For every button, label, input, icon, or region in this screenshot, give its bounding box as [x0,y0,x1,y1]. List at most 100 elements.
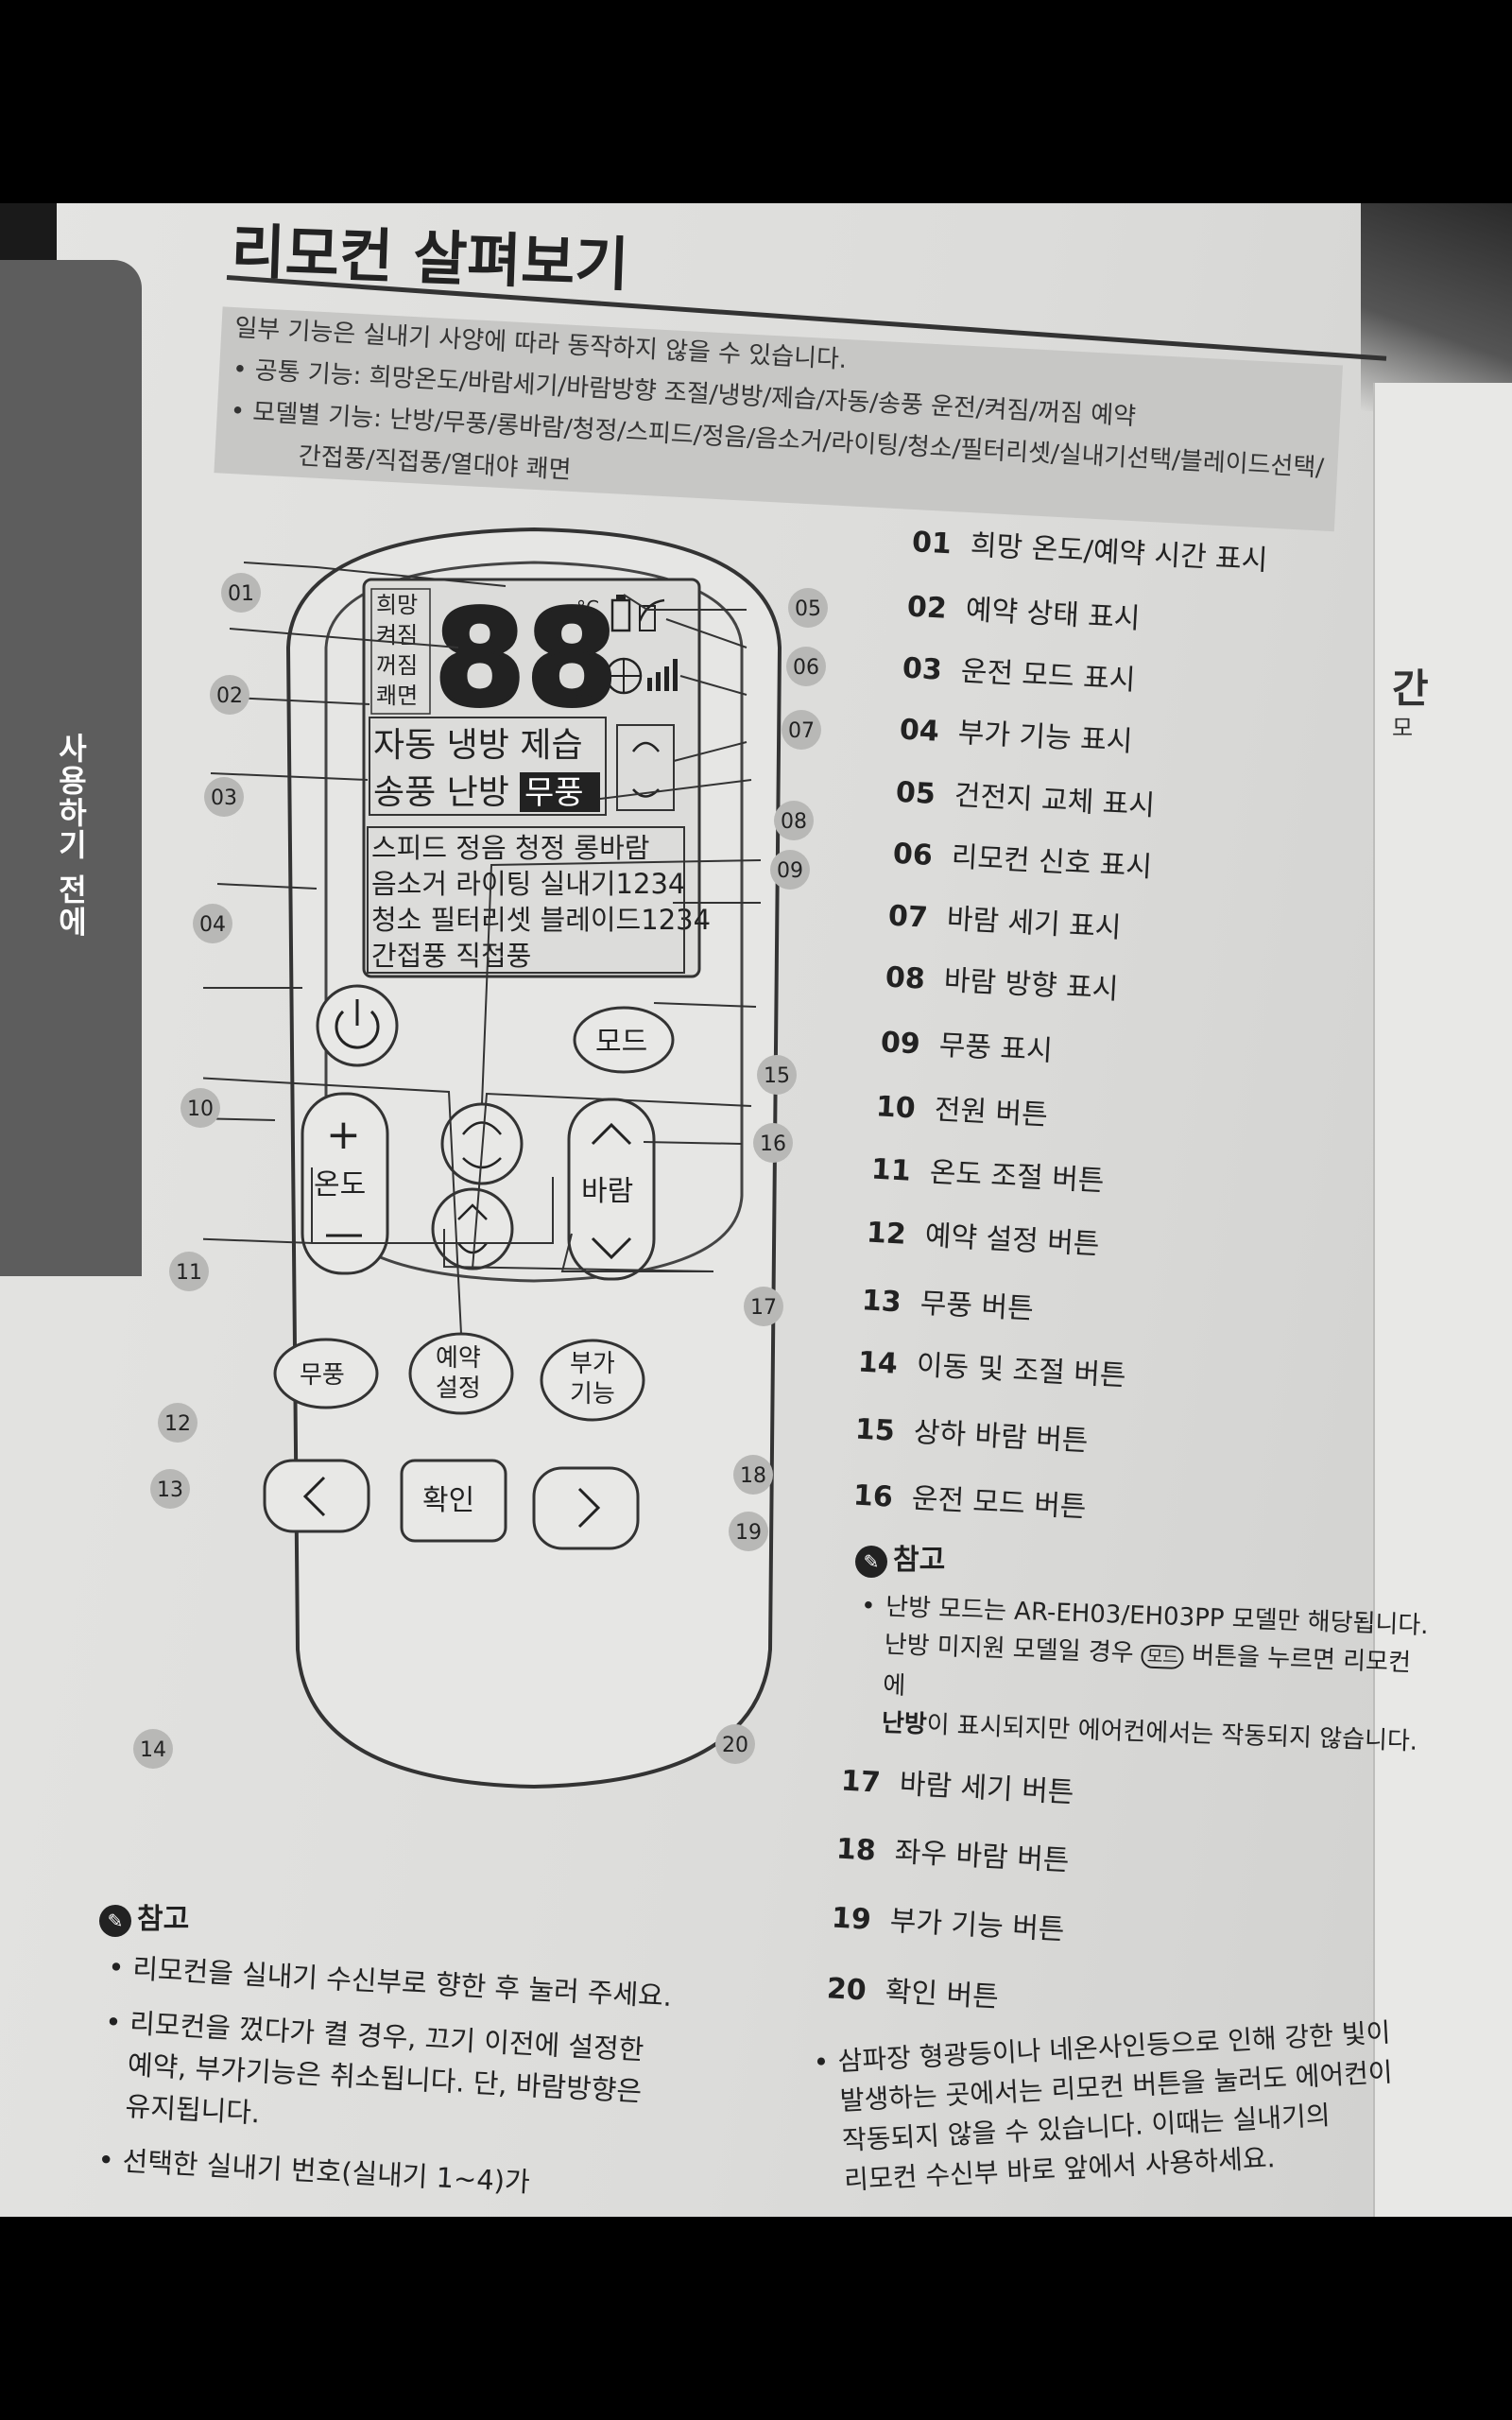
callout-number: 07 [788,719,815,743]
lcd-func-row2: 음소거 라이팅 실내기1234 [371,868,685,900]
callout-badge: 02 [210,675,249,715]
callout-badge: 13 [150,1469,190,1509]
note-icon: ✎ [99,1904,131,1937]
wind-strength-bars [647,659,678,691]
lcd-unit-celsius: °C [576,596,599,619]
callout-number: 18 [740,1464,766,1488]
manual-page: 간 모 사용하기 전에 리모컨 살펴보기 일부 기능은 실내기 사양에 따라 동… [0,203,1512,2217]
callout-number: 05 [795,597,821,621]
callout-badge: 03 [204,777,244,817]
lcd-func-box [367,826,685,974]
swing-leftright-icon [457,1203,488,1254]
next-page-char: 간 [1392,666,1429,712]
callout-number: 10 [187,1098,214,1121]
remote-diagram: 희망 켜짐 꺼짐 쾌면 88 °C hr 자동 냉방 제습 송풍 난방 무풍 [203,527,782,1789]
lcd-label-sleep: 쾌면 [376,683,418,709]
callout-badge: 11 [169,1252,209,1291]
callout-badge: 06 [786,647,826,686]
lcd-reservation-labels: 희망 켜짐 꺼짐 쾌면 [370,588,431,715]
signal-icon-body [639,605,656,631]
lcd-label-hope: 희망 [376,592,418,618]
power-icon [335,1010,380,1049]
callout-badge: 07 [782,710,821,750]
power-button[interactable] [316,984,399,1067]
left-arrow-button[interactable] [263,1459,370,1533]
callout-number: 14 [140,1738,166,1762]
callout-layer: 01 02 03 04 05 06 07 08 09 10 11 12 13 14 15 16 17 18 19 20 [133,573,828,1769]
callout-number: 19 [735,1521,762,1545]
extra-button-label-2: 기능 [570,1380,615,1409]
note-right-text: • 난방 모드는 AR-EH03/EH03PP 모델만 해당됩니다. 난방 미지… [861,1588,1434,1761]
section-tab: 사용하기 전에 [0,260,142,1276]
callout-number: 17 [750,1296,777,1320]
callout-badge: 14 [133,1729,173,1769]
mode-button[interactable]: 모드 [573,1006,675,1074]
callout-badge: 19 [729,1512,768,1551]
note-left-text: •리모컨을 실내기 수신부로 향한 후 눌러 주세요. •리모컨을 껐다가 켤 … [97,1947,738,2213]
callout-number: 01 [228,582,254,606]
section-tab-label: 사용하기 전에 [53,733,89,939]
callout-badge: 16 [753,1123,793,1163]
callout-number: 09 [777,859,803,883]
callout-badge: 09 [770,850,810,890]
extra-button-label-1: 부가 [570,1350,615,1378]
swing-updown-icon [462,1121,502,1169]
wind-direction-box [616,724,675,811]
fan-icon-blades [607,659,641,693]
mupung-button-label: 무풍 [300,1361,345,1390]
callout-badge: 15 [757,1055,797,1095]
callout-badge: 04 [193,904,232,943]
callout-number: 13 [157,1478,183,1502]
temp-plus-icon: + [326,1111,361,1159]
callout-number: 06 [793,656,819,680]
callout-badge: 20 [715,1724,755,1764]
confirm-button[interactable]: 확인 [400,1459,507,1543]
extra-function-button[interactable]: 부가 기능 [540,1339,645,1422]
temp-button-label: 온도 [314,1168,366,1201]
callout-number: 11 [176,1261,202,1285]
next-page-char: 모 [1392,715,1414,741]
lcd-func-row3: 청소 필터리셋 블레이드1234 [371,904,711,936]
lcd-digits: 88 [434,582,618,736]
temp-button[interactable]: + 온도 [301,1092,389,1275]
callout-badge: 10 [180,1088,220,1128]
lcd-func-row1: 스피드 정음 청정 롱바람 [371,832,649,864]
remote-upper-panel [324,561,744,1283]
wind-button-label: 바람 [581,1175,633,1208]
wind-button[interactable]: 바람 [567,1098,656,1281]
confirm-button-label: 확인 [422,1484,474,1517]
leader-lines [203,562,762,1335]
callout-number: 12 [164,1412,191,1436]
next-page-edge: 간 모 [1373,383,1512,2217]
mode-button-label: 모드 [595,1026,647,1059]
lcd-mupung-highlight [520,772,600,812]
callout-badge: 12 [158,1403,198,1443]
reserve-button-label-2: 설정 [436,1374,481,1403]
callout-badge: 18 [733,1455,773,1495]
bottom-right-note: • 삼파장 형광등이나 네온사인등으로 인해 강한 빛이 발생하는 곳에서는 리… [813,2013,1412,2201]
callout-badge: 05 [788,588,828,628]
background-shadow-right [1361,203,1512,411]
callout-badge: 01 [221,573,261,613]
wind-down-icon [591,1236,632,1260]
wind-up-icon [591,1122,632,1146]
right-arrow-button[interactable] [532,1466,640,1550]
callout-number: 15 [764,1064,790,1088]
lcd-label-off: 꺼짐 [376,652,418,679]
lcd-func-row4: 간접풍 직접풍 [371,940,531,972]
callout-number: 16 [760,1132,786,1156]
chevron-right-icon [577,1487,601,1529]
lcd-unit-hour: hr [574,689,592,709]
callout-number: 08 [781,810,807,834]
battery-icon-tip [616,595,626,600]
lcd-mode-box [369,717,607,816]
reserve-button-label-1: 예약 [436,1344,481,1373]
mupung-button[interactable]: 무풍 [273,1338,379,1409]
callout-number: 03 [211,786,237,810]
callout-badge: 08 [774,801,814,840]
chevron-left-icon [302,1476,326,1517]
reserve-button[interactable]: 예약 설정 [408,1332,514,1415]
note-heading-right: ✎참고 [855,1536,945,1578]
